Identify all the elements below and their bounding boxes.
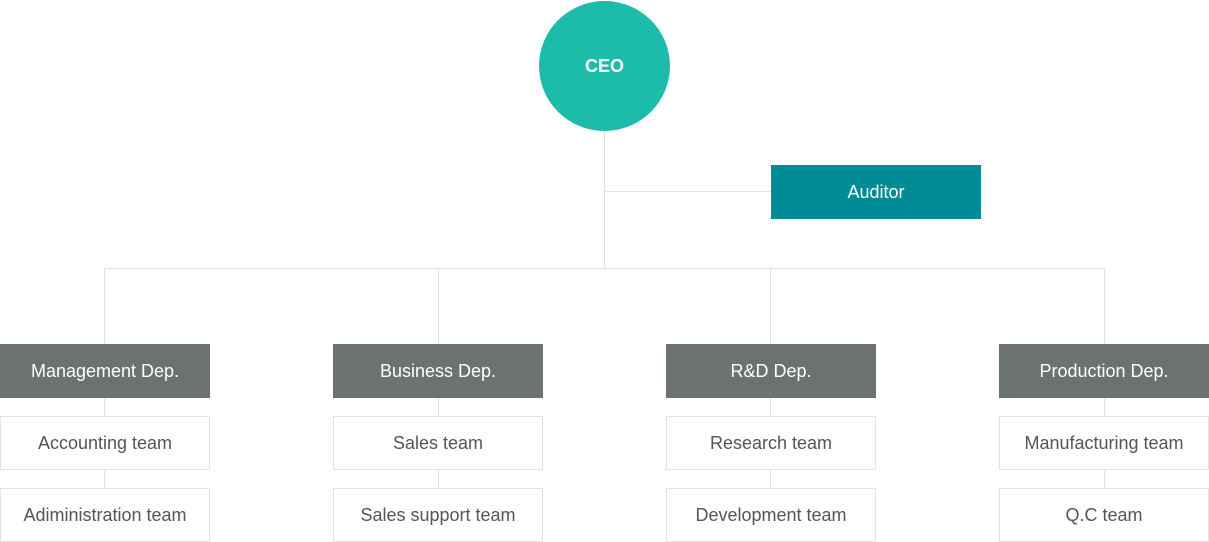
auditor-node: Auditor	[771, 165, 981, 219]
team-label: Accounting team	[37, 432, 173, 453]
dept-label: R&D Dep.	[730, 360, 812, 381]
connector-auditor-horizontal	[604, 191, 771, 192]
team-accounting: Accounting team	[0, 416, 210, 470]
team-research: Research team	[666, 416, 876, 470]
connector-team-rnd-1	[770, 398, 771, 416]
team-label: Development team	[695, 504, 847, 525]
auditor-label: Auditor	[847, 181, 905, 202]
connector-team-business-1	[438, 398, 439, 416]
team-label: Adiministration team	[23, 504, 187, 525]
team-manufacturing: Manufacturing team	[999, 416, 1209, 470]
connector-team-business-2	[438, 470, 439, 488]
connector-dept-management	[104, 268, 105, 344]
dept-management: Management Dep.	[0, 344, 210, 398]
connector-dept-production	[1104, 268, 1105, 344]
ceo-label: CEO	[584, 55, 624, 76]
connector-team-rnd-2	[770, 470, 771, 488]
team-label: Sales team	[392, 432, 484, 453]
team-sales: Sales team	[333, 416, 543, 470]
connector-team-management-1	[104, 398, 105, 416]
team-sales-support: Sales support team	[333, 488, 543, 542]
team-label: Manufacturing team	[1024, 432, 1184, 453]
team-administration: Adiministration team	[0, 488, 210, 542]
dept-business: Business Dep.	[333, 344, 543, 398]
team-label: Q.C team	[1065, 504, 1143, 525]
team-label: Research team	[709, 432, 833, 453]
connector-dept-rnd	[770, 268, 771, 344]
dept-label: Management Dep.	[30, 360, 180, 381]
team-development: Development team	[666, 488, 876, 542]
connector-team-production-1	[1104, 398, 1105, 416]
connector-ceo-vertical	[604, 131, 605, 268]
team-label: Sales support team	[360, 504, 516, 525]
team-qc: Q.C team	[999, 488, 1209, 542]
ceo-node: CEO	[539, 1, 670, 131]
connector-team-management-2	[104, 470, 105, 488]
connector-team-production-2	[1104, 470, 1105, 488]
dept-production: Production Dep.	[999, 344, 1209, 398]
dept-rnd: R&D Dep.	[666, 344, 876, 398]
connector-dept-business	[438, 268, 439, 344]
connector-departments-horizontal	[104, 268, 1105, 269]
dept-label: Production Dep.	[1039, 360, 1169, 381]
dept-label: Business Dep.	[379, 360, 497, 381]
